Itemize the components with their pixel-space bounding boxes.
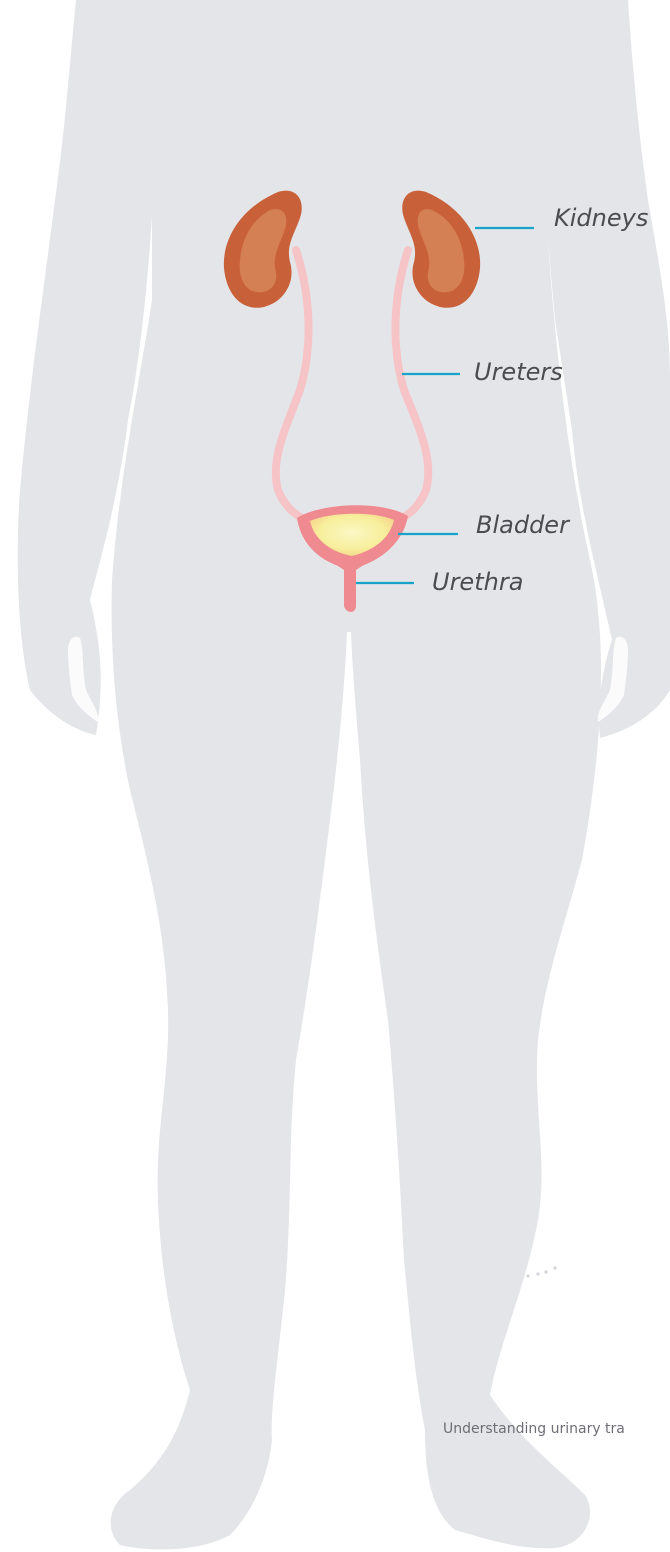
body-silhouette [18,0,670,1549]
ureters-label: Ureters [474,360,563,384]
kidneys-label: Kidneys [554,206,648,230]
decorative-dots [526,1266,556,1277]
bladder-label: Bladder [476,513,569,537]
urethra-label: Urethra [432,570,523,594]
caption-text: Understanding urinary tra [443,1422,625,1436]
